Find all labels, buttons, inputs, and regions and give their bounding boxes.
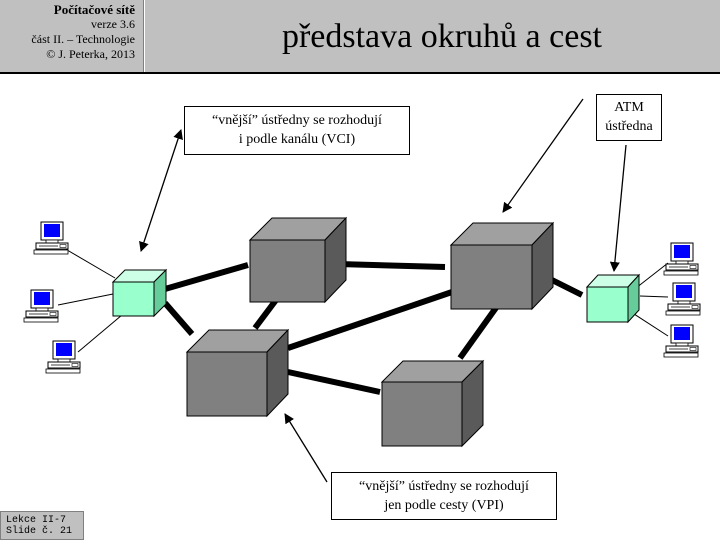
copyright-label: © J. Peterka, 2013 [46,47,135,61]
access-links [57,246,669,353]
core-switch-d [380,359,485,448]
edge-switch-left [111,268,168,318]
slide-title: představa okruhů a cest [281,18,602,55]
computer-icon [665,282,701,316]
callout-vci-line2: i podle kanálu (VCI) [238,132,356,147]
callout-vpi-line1: “vnější” ústředny se rozhodují [359,479,529,494]
version-label: verze 3.6 [91,17,135,31]
computer-icon [33,221,69,255]
callout-vci-line1: “vnější” ústředny se rozhodují [212,113,382,128]
callout-vci: “vnější” ústředny se rozhodují i podle k… [184,106,410,155]
core-switch-c [185,328,290,418]
title-bar: představa okruhů a cest [145,0,720,72]
callout-arrows [139,98,627,483]
callout-atm-line1: ATM [614,100,644,115]
callout-vpi: “vnější” ústředny se rozhodují jen podle… [331,472,557,520]
computer-icon [663,242,699,276]
part-label: část II. – Technologie [31,32,135,46]
slide-number: Slide č. 21 [6,526,73,537]
callout-atm-switch: ATM ústředna [596,94,662,141]
computer-icon [45,340,81,374]
core-switch-b [449,221,555,311]
computer-icon [23,289,59,323]
callout-vpi-line2: jen podle cesty (VPI) [384,498,504,513]
slide-footer: Lekce II-7 Slide č. 21 [0,511,84,540]
trunk-links [162,261,584,395]
edge-switch-right [585,273,641,324]
callout-atm-line2: ústředna [605,119,653,134]
core-switch-a [248,216,348,304]
course-name: Počítačové sítě [53,2,135,17]
course-info-box: Počítačové sítě verze 3.6 část II. – Tec… [0,0,144,72]
lesson-label: Lekce II-7 [6,515,67,526]
header-divider [0,72,720,74]
computer-icon [663,324,699,358]
